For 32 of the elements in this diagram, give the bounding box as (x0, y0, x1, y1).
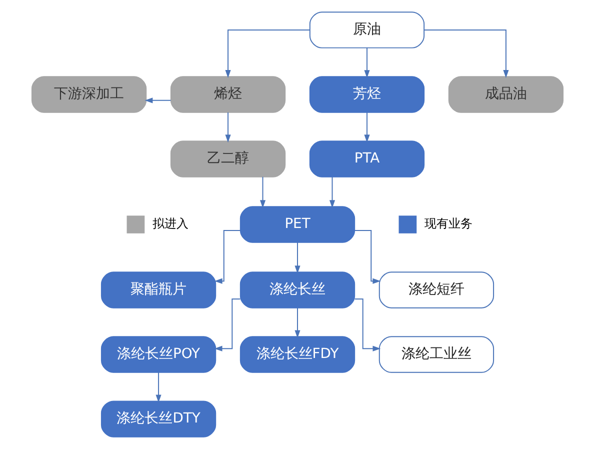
arrow (424, 29, 509, 78)
arrow (294, 308, 300, 338)
arrow (225, 29, 310, 78)
legend-label: 现有业务 (424, 216, 473, 231)
node-box: 涤纶短纤 (378, 272, 494, 308)
node-box: 乙二醇 (170, 140, 286, 178)
node-box: 下游深加工 (31, 76, 147, 113)
node-box: 涤纶长丝POY (100, 336, 216, 373)
node-box: 原油 (309, 12, 425, 48)
arrow (329, 176, 336, 208)
arrow (354, 298, 381, 352)
arrow (364, 112, 370, 143)
arrow (225, 112, 231, 143)
arrow (214, 298, 241, 352)
node-box: PTA (309, 140, 425, 178)
arrow (260, 176, 266, 208)
node-box: 涤纶长丝FDY (240, 336, 356, 373)
node-box: 涤纶长丝 (240, 272, 356, 308)
arrow (364, 47, 370, 78)
arrow (214, 230, 241, 284)
arrow (354, 230, 381, 284)
node-box: PET (240, 206, 356, 243)
node-box: 涤纶长丝DTY (100, 400, 216, 438)
legend-label: 拟进入 (152, 216, 189, 231)
arrow (144, 98, 172, 104)
node-box: 成品油 (448, 76, 564, 113)
node-box: 烯烃 (170, 76, 286, 113)
arrow (294, 242, 300, 274)
node-box: 涤纶工业丝 (378, 336, 494, 373)
arrow (156, 372, 162, 403)
node-box: 芳烃 (309, 76, 425, 113)
node-box: 聚酯瓶片 (100, 272, 216, 308)
